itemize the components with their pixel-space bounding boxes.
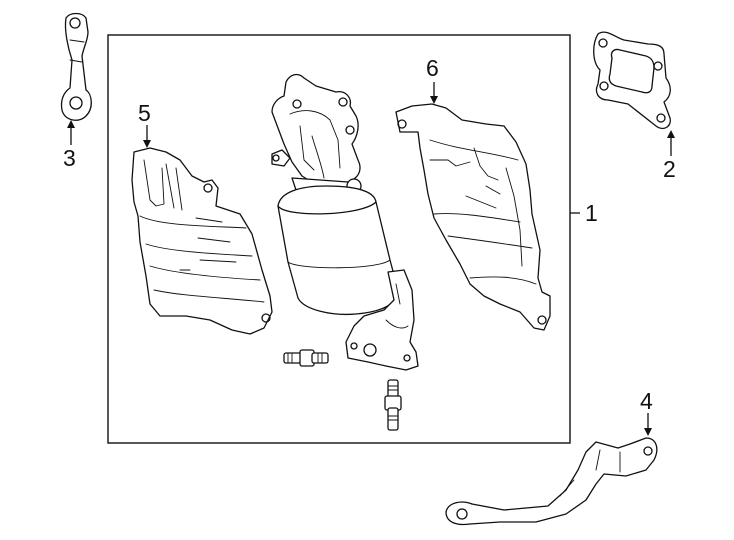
catalytic-converter[interactable]	[271, 73, 419, 371]
svg-text:6: 6	[426, 55, 439, 81]
assembly-frame	[107, 34, 571, 444]
svg-text:3: 3	[63, 145, 76, 171]
stud-vertical[interactable]	[384, 379, 402, 431]
callout-3: 3	[63, 120, 76, 171]
svg-text:2: 2	[663, 156, 676, 182]
callout-6: 6	[426, 55, 439, 104]
callout-4: 4	[640, 388, 653, 436]
part-4-bracket[interactable]	[445, 437, 658, 526]
callout-2: 2	[663, 130, 676, 182]
svg-text:1: 1	[585, 200, 598, 226]
svg-text:5: 5	[138, 100, 151, 126]
svg-text:4: 4	[640, 388, 653, 414]
part-3-bracket[interactable]	[60, 12, 92, 121]
part-6-heat-shield[interactable]	[395, 103, 551, 331]
part-2-gasket[interactable]	[593, 31, 671, 130]
stud-horizontal[interactable]	[283, 349, 329, 367]
callout-5: 5	[138, 100, 151, 148]
callout-1: 1	[570, 200, 598, 226]
part-5-heat-shield[interactable]	[131, 147, 273, 335]
